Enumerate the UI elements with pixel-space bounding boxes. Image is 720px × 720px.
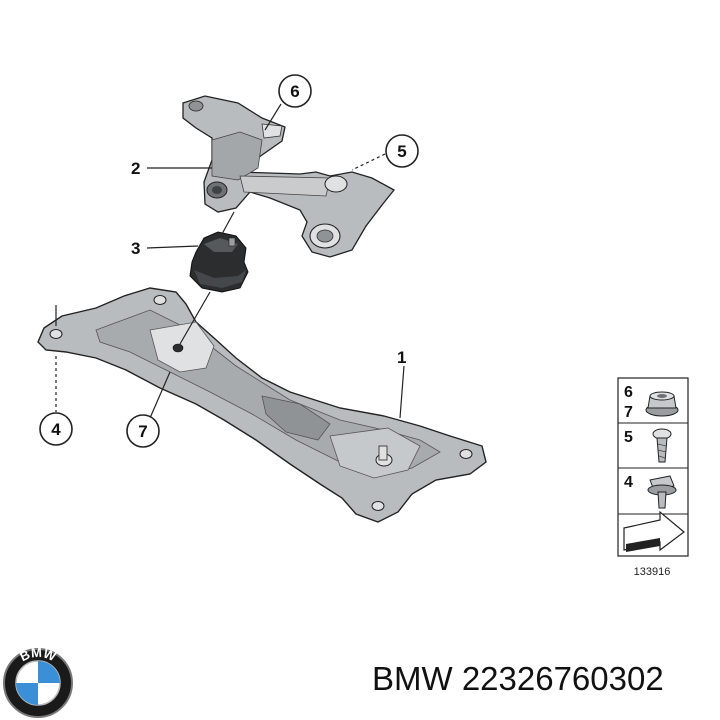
callout-7: 7 <box>126 414 160 448</box>
direction-arrow-icon <box>623 510 685 552</box>
callout-4: 4 <box>39 412 73 446</box>
rubber-mount-part-3 <box>189 231 249 293</box>
flange-bolt-icon <box>647 475 677 509</box>
part-number-caption: BMW 22326760302 <box>372 660 664 697</box>
reference-code: 133916 <box>634 566 671 578</box>
svg-text:6: 6 <box>290 82 299 101</box>
svg-text:4: 4 <box>51 420 61 439</box>
callout-6: 6 <box>278 74 312 108</box>
flange-nut-icon <box>645 391 679 417</box>
fastener-legend: 6 7 5 4 <box>617 377 689 557</box>
legend-number-7: 7 <box>624 404 633 421</box>
crossmember-part-1 <box>37 287 487 523</box>
callout-5: 5 <box>385 134 419 168</box>
label-2: 2 <box>131 159 140 178</box>
label-3: 3 <box>131 239 140 258</box>
label-1: 1 <box>397 348 406 367</box>
leader-lines <box>55 103 405 419</box>
bmw-logo: BMW <box>3 645 73 718</box>
legend-number-6: 6 <box>624 384 633 401</box>
legend-number-4: 4 <box>624 474 633 491</box>
bracket-part-2 <box>182 95 395 258</box>
svg-text:5: 5 <box>397 142 406 161</box>
legend-number-5: 5 <box>624 429 633 446</box>
svg-text:7: 7 <box>138 422 147 441</box>
bolt-icon <box>652 428 672 463</box>
